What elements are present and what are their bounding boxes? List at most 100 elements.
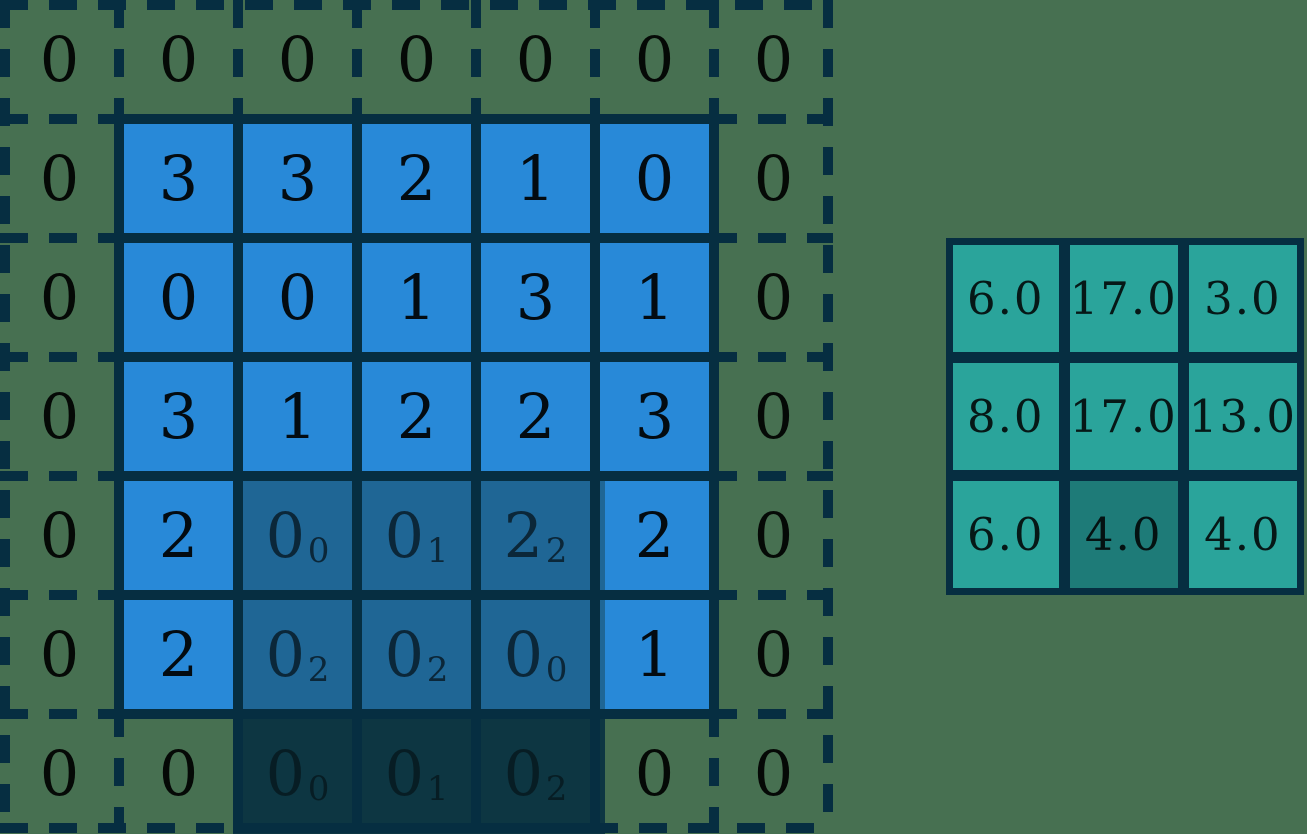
output-cell: 13.0 <box>1188 363 1297 470</box>
padding-cell: 0 <box>634 736 675 810</box>
input-cell: 2 <box>396 141 437 215</box>
padding-cell: 0 <box>39 260 80 334</box>
padding-cell: 0 <box>753 498 794 572</box>
input-cell: 1 <box>515 141 556 215</box>
grid-line <box>709 352 833 362</box>
input-cell: 1 <box>634 617 675 691</box>
output-cell: 8.0 <box>953 363 1059 470</box>
grid-line <box>709 114 833 124</box>
kernel-weight-subscript: 2 <box>307 649 330 690</box>
grid-line <box>709 114 719 719</box>
grid-line <box>114 114 124 719</box>
grid-line <box>590 0 600 124</box>
grid-line <box>0 0 10 833</box>
grid-line <box>114 590 719 600</box>
grid-line <box>233 0 243 124</box>
grid-line <box>0 233 124 243</box>
output-cell: 17.0 <box>1069 245 1178 352</box>
padding-cell: 0 <box>39 617 80 691</box>
padding-cell: 0 <box>753 617 794 691</box>
input-cell: 2 <box>396 379 437 453</box>
input-cell: 0 <box>634 141 675 215</box>
input-cell: 1 <box>277 379 318 453</box>
output-cell: 6.0 <box>953 245 1059 352</box>
grid-line <box>114 114 719 124</box>
padding-cell: 0 <box>753 141 794 215</box>
grid-line <box>0 352 124 362</box>
kernel-weight-subscript: 0 <box>307 530 330 571</box>
kernel-over-padding-area <box>233 709 605 834</box>
input-cell: 1 <box>396 260 437 334</box>
input-cell: 2 <box>158 617 199 691</box>
output-matrix: 6.0 17.0 3.0 8.0 17.0 13.0 6.0 4.0 4.0 <box>946 238 1304 595</box>
input-cell: 0 <box>158 260 199 334</box>
grid-line <box>709 233 833 243</box>
padding-cell: 0 <box>39 141 80 215</box>
padding-cell: 0 <box>753 22 794 96</box>
input-cell: 3 <box>158 141 199 215</box>
grid-line <box>709 590 833 600</box>
padding-cell: 0 <box>39 736 80 810</box>
padding-cell: 0 <box>158 22 199 96</box>
input-cell: 2 <box>158 498 199 572</box>
output-cell: 17.0 <box>1069 363 1178 470</box>
grid-line <box>233 823 605 833</box>
input-cell: 0 <box>277 260 318 334</box>
input-cell: 3 <box>634 379 675 453</box>
padding-cell: 0 <box>39 22 80 96</box>
input-cell: 2 <box>634 498 675 572</box>
kernel-weight-subscript: 1 <box>426 530 449 571</box>
padding-cell: 0 <box>753 736 794 810</box>
padding-cell: 0 <box>515 22 556 96</box>
grid-line <box>114 471 719 481</box>
grid-line <box>590 823 833 833</box>
output-cell: 6.0 <box>953 481 1059 588</box>
grid-line <box>114 233 719 243</box>
kernel-weight-subscript: 2 <box>545 530 568 571</box>
grid-line <box>0 0 833 10</box>
grid-line <box>0 823 243 833</box>
grid-line <box>471 0 481 124</box>
output-cell-highlighted: 4.0 <box>1069 481 1178 588</box>
grid-line <box>709 709 833 719</box>
grid-line <box>709 0 719 124</box>
padding-cell: 0 <box>396 22 437 96</box>
grid-line <box>0 471 124 481</box>
grid-line <box>709 471 833 481</box>
grid-line <box>0 114 124 124</box>
input-cell: 1 <box>634 260 675 334</box>
kernel-weight-subscript: 0 <box>307 768 330 809</box>
padding-cell: 0 <box>753 379 794 453</box>
grid-line <box>823 0 833 833</box>
input-cell: 2 <box>515 379 556 453</box>
grid-line <box>114 0 124 124</box>
input-cell: 3 <box>515 260 556 334</box>
grid-line <box>114 709 719 719</box>
padding-cell: 0 <box>753 260 794 334</box>
kernel-weight-subscript: 2 <box>545 768 568 809</box>
grid-line <box>114 709 124 833</box>
grid-line <box>0 709 124 719</box>
grid-line <box>0 590 124 600</box>
kernel-weight-subscript: 2 <box>426 649 449 690</box>
padding-cell: 0 <box>39 379 80 453</box>
output-cell: 4.0 <box>1188 481 1297 588</box>
kernel-weight-subscript: 0 <box>545 649 568 690</box>
padding-cell: 0 <box>158 736 199 810</box>
output-cell: 3.0 <box>1188 245 1297 352</box>
grid-line <box>352 0 362 124</box>
grid-line <box>114 352 719 362</box>
input-cell: 3 <box>158 379 199 453</box>
padded-input-grid: 0 0 0 0 0 0 0 0 3 3 2 1 0 0 0 0 0 1 3 1 … <box>0 0 833 834</box>
input-cell: 3 <box>277 141 318 215</box>
